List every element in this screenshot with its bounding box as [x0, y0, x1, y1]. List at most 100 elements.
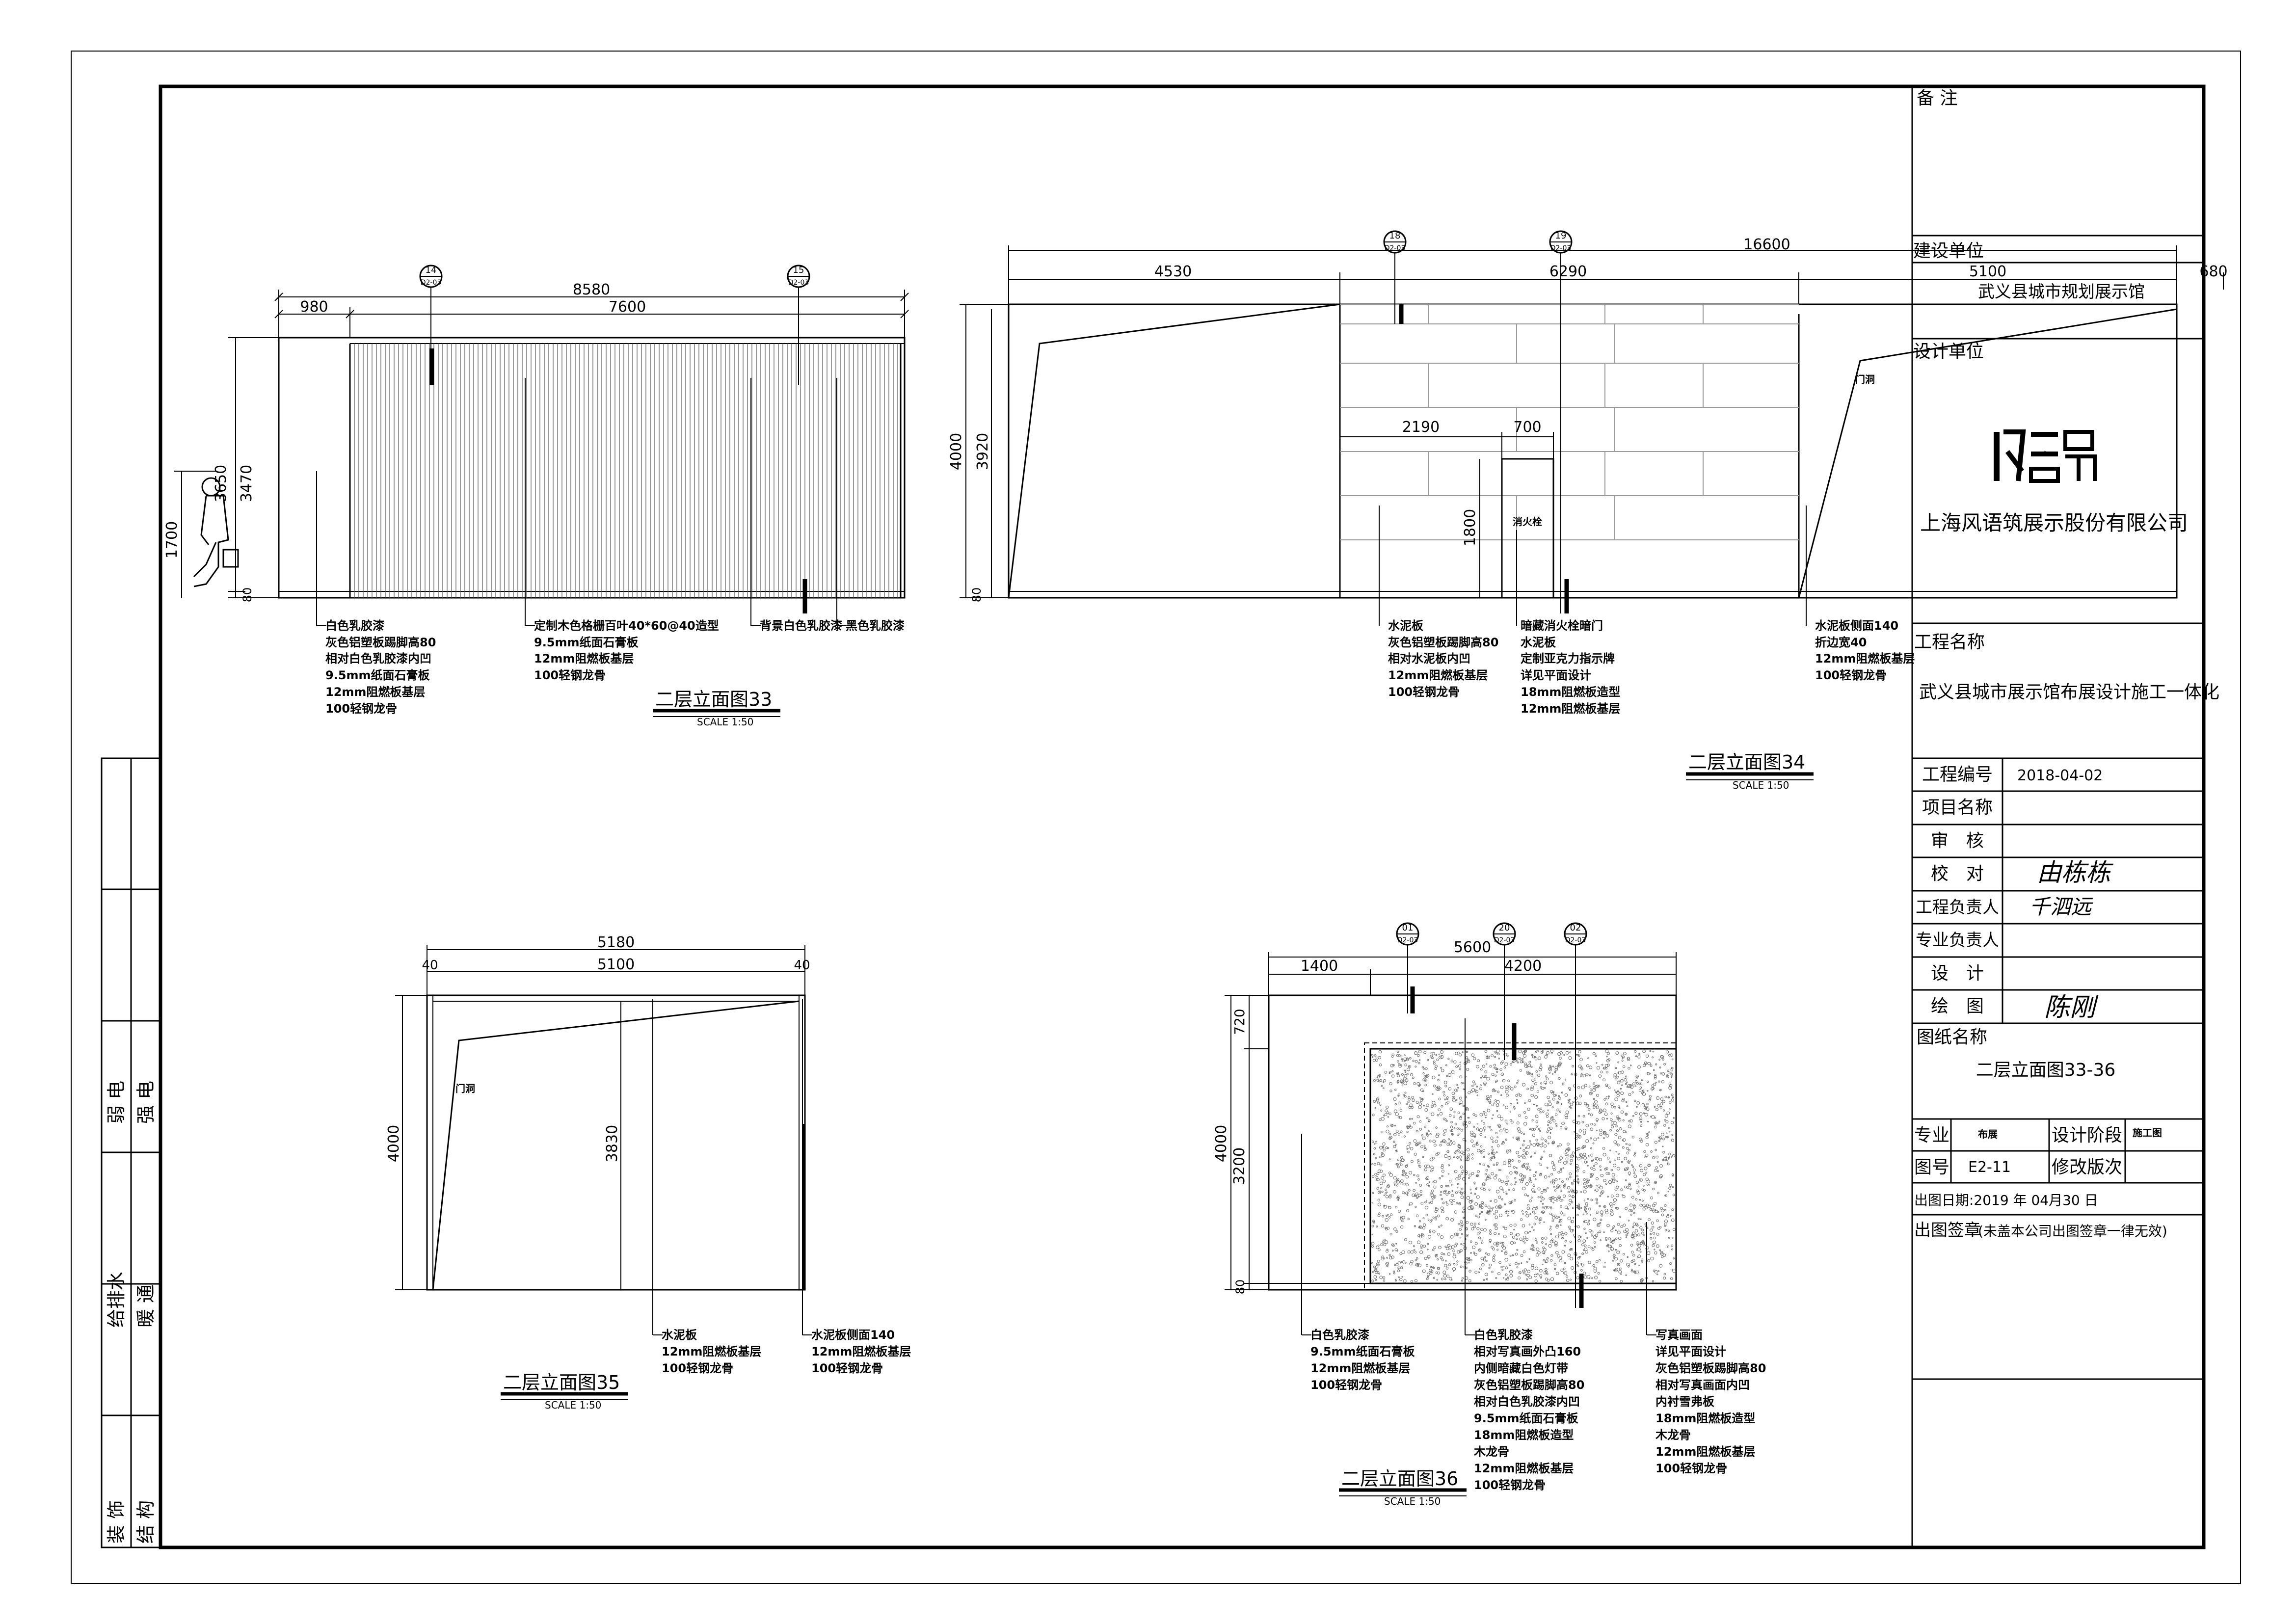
countersign-hvac: 暖 通	[135, 1284, 157, 1328]
row-label: 校 对	[1931, 864, 1984, 884]
marker-sheet: D2-03	[421, 279, 442, 287]
dim: 4000	[385, 1125, 402, 1162]
dim: 4000	[1213, 1125, 1230, 1162]
dim: 6290	[1549, 263, 1587, 280]
row-label: 工程编号	[1922, 765, 1993, 785]
door-label: 门洞	[455, 1083, 475, 1094]
scale: SCALE 1:50	[1733, 779, 1789, 791]
elevation-title: 二层立面图36	[1341, 1468, 1458, 1490]
note: 相对水泥板内凹	[1388, 652, 1470, 666]
note: 18mm阻燃板造型	[1655, 1411, 1755, 1425]
angled-plane	[1008, 303, 1340, 599]
countersign-side-label: 会	[122, 1545, 123, 1546]
note: 12mm阻燃板基层	[1521, 702, 1620, 716]
cement-board-grid	[1340, 304, 1799, 540]
elevation-36	[1225, 922, 1677, 1496]
dim: 720	[1231, 1009, 1248, 1035]
material-notes: 水泥板 灰色铝塑板踢脚高80 相对水泥板内凹 12mm阻燃板基层 100轻钢龙骨…	[1388, 619, 1915, 716]
note: 100轻钢龙骨	[325, 702, 397, 716]
note: 100轻钢龙骨	[534, 668, 606, 682]
revision-label: 修改版次	[2052, 1157, 2122, 1177]
timber-louvres	[354, 344, 898, 598]
note: 12mm阻燃板基层	[811, 1345, 911, 1358]
dim: 2190	[1402, 419, 1440, 436]
signature-rows: 工程编号 2018-04-02 项目名称 审 核 校 对 由栋栋 工程负责人 千…	[1916, 765, 2114, 1022]
dim-overall: 16600	[1743, 236, 1790, 253]
note: 12mm阻燃板基层	[1388, 668, 1488, 682]
note: 定制亚克力指示牌	[1521, 652, 1615, 666]
marker-num: 14	[426, 265, 437, 275]
row-label: 项目名称	[1922, 798, 1993, 818]
note: 内衬雪弗板	[1655, 1395, 1715, 1409]
dim: 80	[1233, 1279, 1247, 1295]
note: 详见平面设计	[1521, 668, 1591, 682]
note: 12mm阻燃板基层	[1815, 652, 1915, 666]
door-label: 门洞	[1855, 373, 1875, 385]
row-label: 工程负责人	[1916, 898, 1999, 917]
countersign-plumbing: 给排水	[106, 1272, 127, 1328]
dim: 80	[970, 587, 984, 603]
note: 12mm阻燃板基层	[1655, 1445, 1755, 1459]
row-label: 审 核	[1931, 831, 1984, 851]
note: 相对白色乳胶漆内凹	[325, 652, 431, 666]
scale: SCALE 1:50	[545, 1399, 601, 1411]
row-value: 2018-04-02	[2017, 767, 2103, 784]
note: 水泥板侧面140	[811, 1328, 895, 1342]
note: 12mm阻燃板基层	[534, 652, 634, 666]
dim: 3650	[213, 465, 230, 502]
hydrant-door	[1501, 458, 1554, 599]
note: 100轻钢龙骨	[1388, 685, 1460, 699]
marker-sheet: D2-03	[1550, 244, 1572, 252]
dim: 4200	[1504, 958, 1542, 975]
stamp-note-label: 出图签章	[1914, 1221, 1981, 1240]
signature-checker: 由栋栋	[2037, 858, 2114, 887]
company-logo: 风语筑	[1994, 429, 2097, 483]
title-block	[1912, 235, 2204, 1380]
dim: 680	[2199, 263, 2227, 280]
marker-sheet: D2-03	[788, 279, 809, 287]
marker-num: 20	[1499, 923, 1510, 933]
marker-num: 02	[1570, 923, 1581, 933]
note: 定制木色格栅百叶40*60@40造型	[534, 619, 719, 633]
drawing-no-label: 图号	[1914, 1157, 1949, 1177]
marker-sheet: D2-03	[1494, 936, 1515, 944]
material-notes: 白色乳胶漆 灰色铝塑板踢脚高80 相对白色乳胶漆内凹 9.5mm纸面石膏板 12…	[325, 619, 905, 716]
inner-border	[159, 84, 2206, 1549]
human-scale-figure	[193, 477, 239, 587]
countersign-strong-current: 强 电	[135, 1081, 157, 1124]
angled-plane	[1798, 308, 2177, 598]
note: 水泥板	[1388, 619, 1424, 633]
designer-name: 上海风语筑展示股份有限公司	[1920, 511, 2188, 535]
dim: 40	[422, 958, 438, 973]
discipline-value: 布展	[1978, 1128, 1998, 1140]
note: 暗藏消火栓暗门	[1521, 619, 1603, 633]
row-label: 专业负责人	[1916, 931, 1999, 950]
marker-num: 18	[1389, 231, 1401, 241]
dim-overall: 5180	[597, 934, 635, 951]
note: 木龙骨	[1655, 1428, 1691, 1442]
countersign-decoration: 装 饰	[106, 1500, 127, 1544]
note: 18mm阻燃板造型	[1521, 685, 1620, 699]
countersign-side-label: 签	[151, 1545, 153, 1546]
note: 写真画面	[1655, 1328, 1703, 1342]
note: 9.5mm纸面石膏板	[325, 668, 430, 682]
client-name: 武义县城市规划展示馆	[1978, 282, 2145, 302]
project-label: 工程名称	[1914, 632, 1985, 652]
drawing-name: 二层立面图33-36	[1976, 1060, 2116, 1080]
scale: SCALE 1:50	[1384, 1495, 1441, 1507]
note: 100轻钢龙骨	[811, 1361, 883, 1375]
note: 灰色铝塑板踢脚高80	[1655, 1361, 1766, 1375]
dim: 4530	[1154, 263, 1192, 280]
note: 100轻钢龙骨	[1310, 1378, 1382, 1392]
dim: 3200	[1231, 1147, 1248, 1185]
project-name: 武义县城市展示馆布展设计施工一体化	[1919, 682, 2219, 702]
drawing-no: E2-11	[1968, 1159, 2011, 1176]
photo-mural	[1369, 1048, 1677, 1284]
dim: 3830	[604, 1125, 621, 1162]
wall-outline	[278, 337, 906, 599]
note: 木龙骨	[1473, 1445, 1509, 1459]
dim: 80	[240, 587, 254, 603]
dim-overall: 8580	[573, 281, 610, 298]
remarks-label: 备 注	[1917, 88, 1957, 108]
